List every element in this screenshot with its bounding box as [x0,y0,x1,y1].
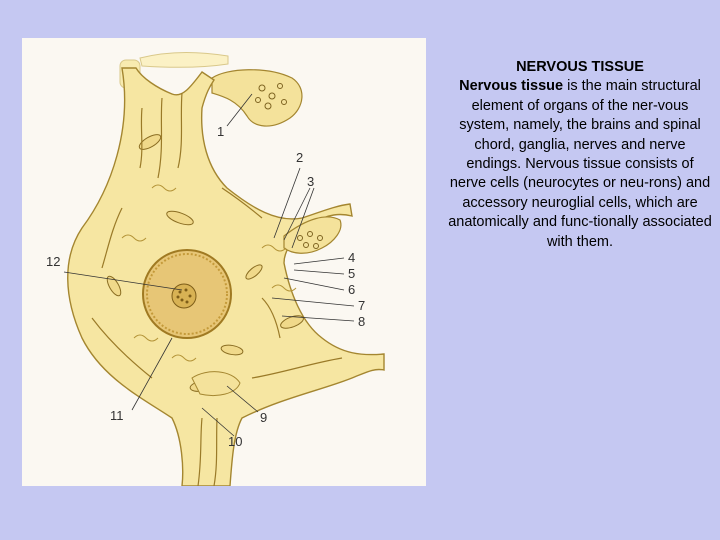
body-text: is the main structural element of organs… [448,78,712,250]
lead-term: Nervous tissue [459,78,564,95]
label-4: 4 [348,250,355,265]
label-12: 12 [46,254,60,269]
slide-title: NERVOUS TISSUE [516,59,644,75]
vesicles-right [297,231,323,249]
process-fragment-top [139,52,229,68]
label-2: 2 [296,150,303,165]
leader-lines [63,93,355,437]
vesicles-top [255,83,287,110]
nissl-bodies [121,184,297,362]
label-9: 9 [260,410,267,425]
neuron-diagram: 1 2 3 4 5 6 7 8 9 10 11 12 [22,38,426,486]
nucleolus-granules [176,288,192,304]
label-8: 8 [358,314,365,329]
label-3: 3 [307,174,314,189]
label-5: 5 [348,266,355,281]
nucleolus [171,283,197,309]
label-7: 7 [358,298,365,313]
description-text: NERVOUS TISSUE Nervous tissue is the mai… [448,58,712,252]
label-1: 1 [217,124,224,139]
synaptic-ending-bottom [191,371,241,397]
label-6: 6 [348,282,355,297]
nuclear-envelope [146,253,228,335]
label-11: 11 [110,408,124,423]
mitochondria [106,134,304,392]
neurofibrils [91,92,343,486]
label-10: 10 [228,434,242,449]
neuron-illustration: 1 2 3 4 5 6 7 8 9 10 11 12 [46,52,385,486]
